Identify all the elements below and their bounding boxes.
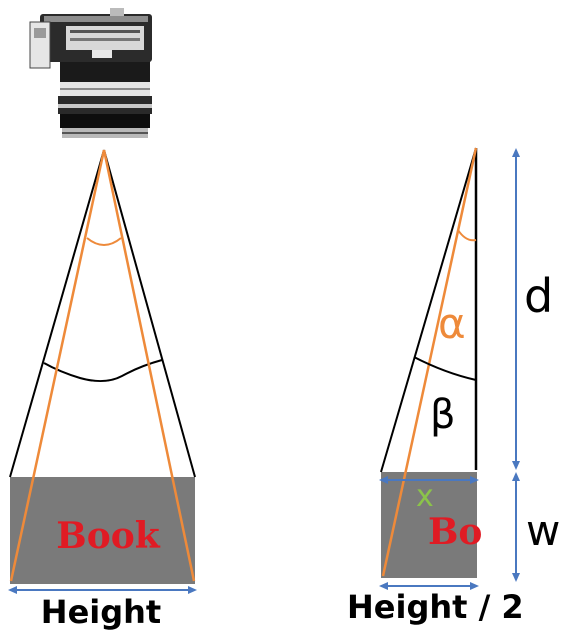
left-fov-line-left (9, 149, 105, 478)
d-label: d (524, 269, 553, 323)
right-ray (381, 147, 478, 577)
right-fov-line (380, 147, 477, 473)
left-ray-arc (86, 237, 122, 246)
beta-label: β (430, 392, 456, 438)
right-beta-arc (413, 356, 477, 381)
left-ray-left (9, 149, 106, 582)
left-book-label: Book (56, 515, 160, 557)
right-width-label: Height / 2 (347, 588, 524, 626)
left-book (10, 477, 195, 584)
w-label: w (526, 506, 560, 555)
left-width-label: Height (41, 593, 161, 631)
left-fov-line-right (103, 149, 196, 478)
left-fov-arc (43, 359, 163, 382)
left-ray-right (102, 149, 196, 582)
camera-icon (29, 8, 152, 138)
x-label: x (416, 479, 434, 514)
right-book (381, 472, 477, 578)
right-book-label: Bo (428, 511, 482, 553)
right-alpha-arc (457, 229, 477, 242)
alpha-label: α (438, 299, 466, 348)
